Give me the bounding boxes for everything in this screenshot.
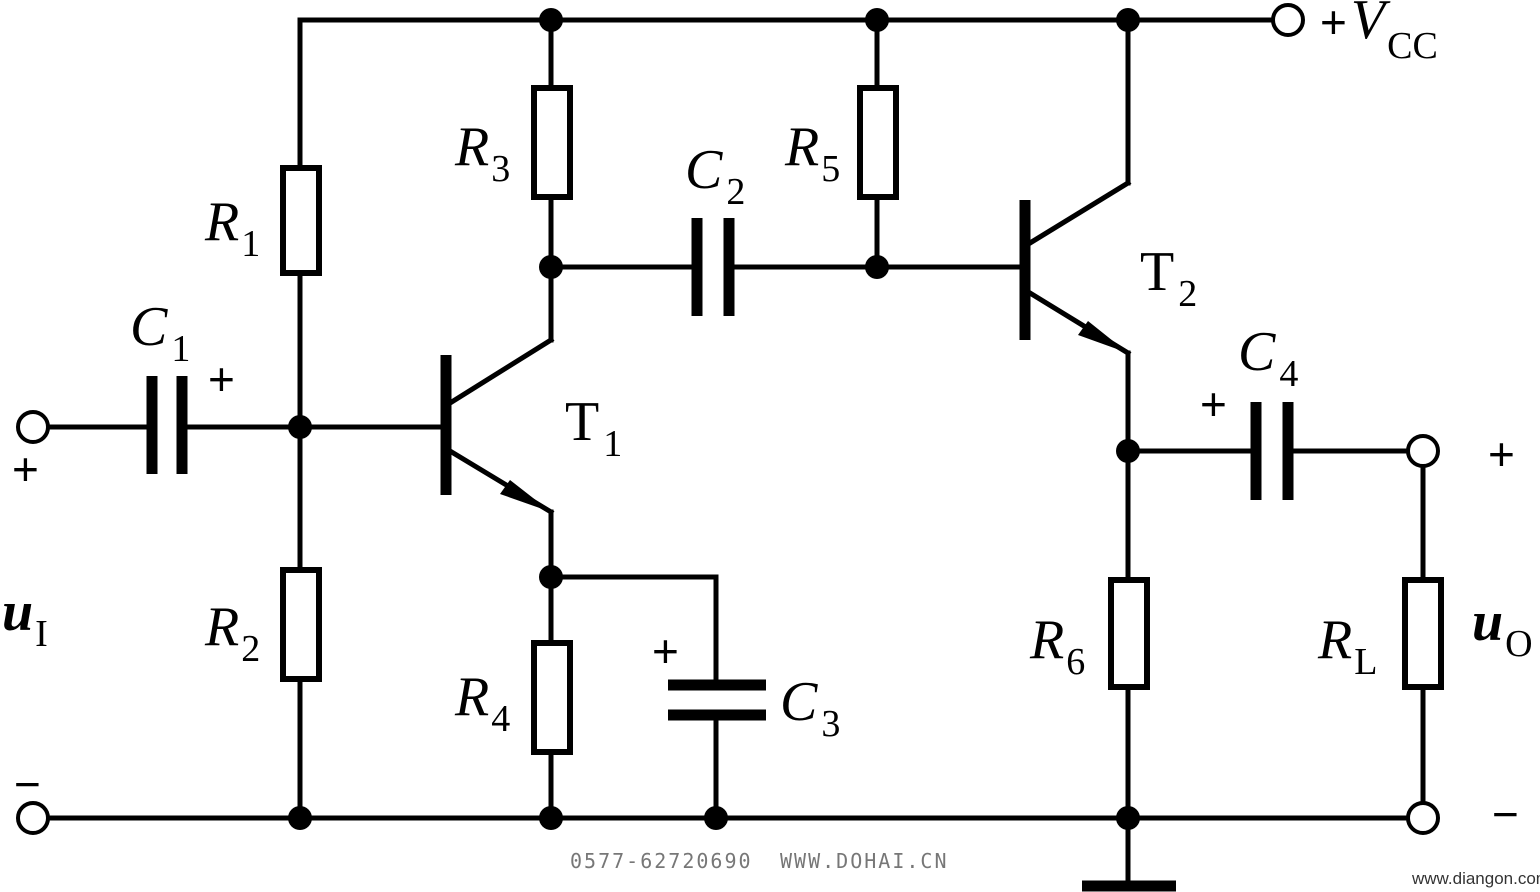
transistor-T2 (1019, 200, 1128, 353)
watermark-site2: www.diangon.com (1411, 869, 1540, 888)
input-plus-sign: + (12, 443, 39, 495)
resistor-RL (1402, 577, 1444, 690)
transistor-T1 (440, 355, 551, 512)
input-terminal-minus (16, 801, 50, 835)
label-RL: RL (1317, 609, 1377, 683)
label-R5: R5 (784, 116, 840, 190)
resistor-R5 (857, 85, 899, 200)
capacitor-C2 (691, 218, 735, 316)
label-R1: R1 (204, 191, 260, 265)
output-minus-sign: − (1492, 788, 1519, 840)
output-plus-sign: + (1488, 428, 1515, 480)
output-terminal-plus (1406, 434, 1440, 468)
label-vcc: +VCC (1320, 0, 1438, 67)
watermark-phone: 0577-62720690 (570, 849, 753, 873)
resistor-R1 (280, 165, 322, 276)
input-minus-sign: − (14, 758, 41, 810)
output-terminal-minus (1406, 801, 1440, 835)
c3-plus-sign: + (652, 625, 679, 677)
capacitor-C3 (668, 679, 766, 721)
c4-plus-sign: + (1200, 378, 1227, 430)
input-terminal-plus (16, 410, 50, 444)
label-R6: R6 (1029, 609, 1085, 683)
resistor-R2 (280, 567, 322, 682)
label-R3: R3 (454, 116, 510, 190)
label-uo: uO (1472, 591, 1533, 665)
capacitor-C1 (146, 376, 188, 474)
label-R4: R4 (454, 666, 510, 740)
resistor-R6 (1108, 577, 1150, 690)
junction-dots (288, 8, 1140, 830)
resistor-R4 (531, 640, 573, 755)
vcc-terminal (1271, 3, 1305, 37)
watermark-site1: WWW.DOHAI.CN (780, 849, 949, 873)
capacitor-C4 (1250, 402, 1294, 500)
label-ui: uI (2, 581, 48, 655)
wires (47, 17, 1426, 885)
label-R2: R2 (204, 596, 260, 670)
resistor-R3 (531, 85, 573, 200)
c1-plus-sign: + (208, 353, 235, 405)
